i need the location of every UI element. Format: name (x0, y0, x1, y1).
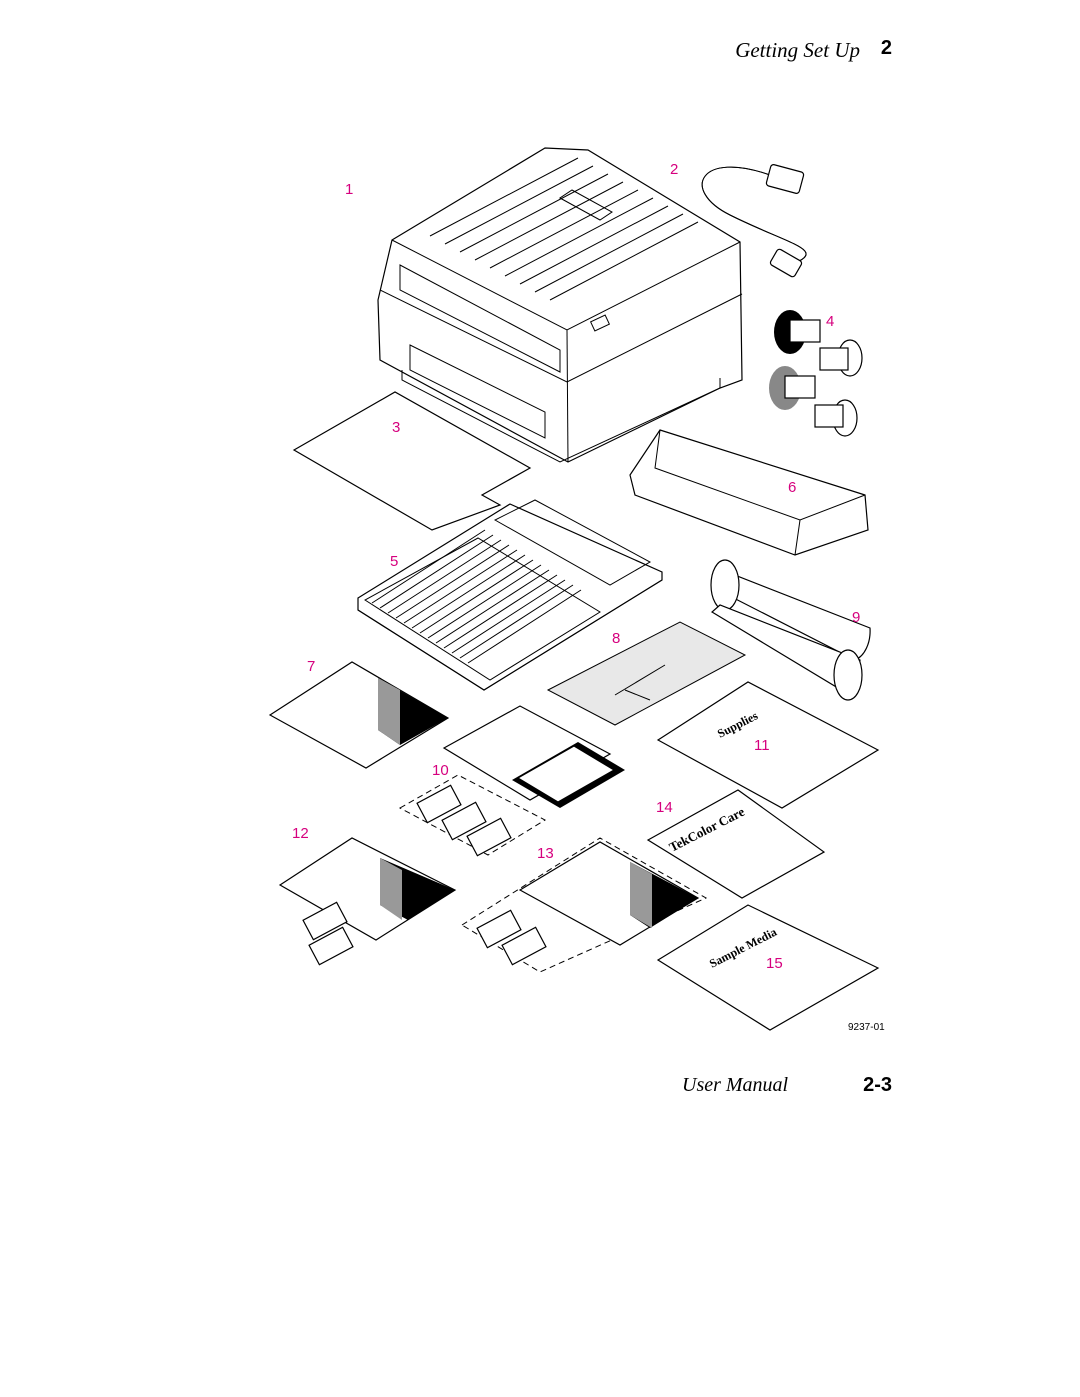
transparency-sheet-drawing (292, 391, 532, 531)
manual-title: User Manual (682, 1074, 789, 1096)
ribbon-rolls-drawing (710, 559, 871, 701)
page-header: Getting Set Up 2 (700, 37, 900, 68)
cleaning-kit-bag-drawing (546, 621, 747, 726)
figure-id: 9237-01 (848, 1022, 885, 1033)
manual-with-disks-drawing-12 (278, 837, 457, 966)
supplies-package-drawing (656, 681, 880, 809)
callout-10: 10 (432, 762, 449, 779)
printer-drawing (377, 147, 743, 463)
page-footer: User Manual 2-3 (640, 1074, 900, 1104)
callout-7: 7 (307, 658, 315, 675)
callout-6: 6 (788, 479, 796, 496)
callout-8: 8 (612, 630, 620, 647)
callout-3: 3 (392, 419, 400, 436)
callout-4: 4 (826, 313, 834, 330)
callout-14: 14 (656, 799, 673, 816)
manual-drawing (268, 661, 450, 769)
manual-with-disks-drawing (398, 705, 625, 857)
spindles-drawing (769, 310, 863, 437)
callout-2: 2 (670, 161, 678, 178)
callout-15: 15 (766, 955, 783, 972)
media-tray-drawing (629, 429, 869, 556)
callout-12: 12 (292, 825, 309, 842)
sample-media-package-drawing (656, 904, 880, 1031)
paper-tray-drawing (357, 499, 663, 691)
section-title: Getting Set Up (735, 38, 860, 62)
page-number: 2-3 (863, 1074, 892, 1096)
callout-5: 5 (390, 553, 398, 570)
power-cord-drawing (701, 164, 807, 278)
callout-11: 11 (754, 737, 770, 754)
chapter-number: 2 (880, 37, 892, 59)
package-contents-illustration: Supplies TekColor Care Sample Media 1 2 … (268, 147, 885, 1033)
tekcolor-care-drawing (646, 789, 826, 899)
callout-13: 13 (537, 845, 554, 862)
manual-with-disks-drawing-13 (461, 837, 708, 973)
callout-1: 1 (345, 181, 353, 198)
callout-9: 9 (852, 609, 860, 626)
